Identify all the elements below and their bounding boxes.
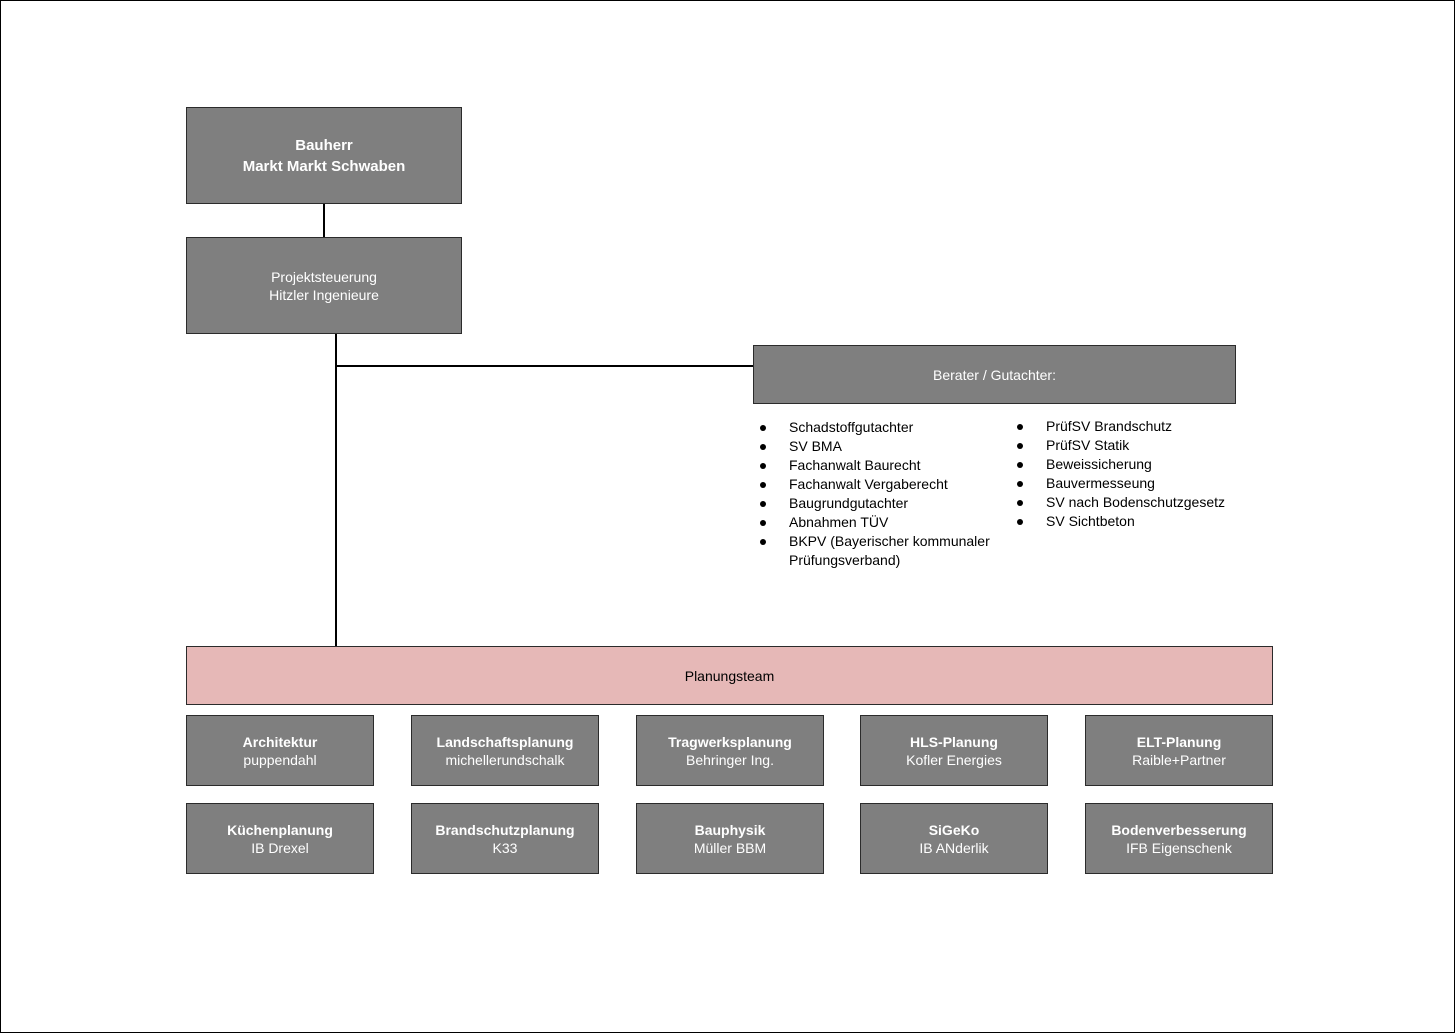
team-box-hls-planung[interactable]: HLS-Planung Kofler Energies [860,715,1048,786]
connector-bauherr-projektsteuerung [323,203,325,237]
team-name: K33 [492,839,518,856]
bauherr-box[interactable]: Bauherr Markt Markt Schwaben [186,107,462,204]
list-item: PrüfSV Brandschutz [1011,417,1241,436]
bauherr-name: Markt Markt Schwaben [242,157,406,175]
list-item: SV BMA [754,437,1004,456]
team-name: IB Drexel [251,839,309,856]
projektsteuerung-box[interactable]: Projektsteuerung Hitzler Ingenieure [186,237,462,334]
team-name: Raible+Partner [1132,751,1226,768]
connector-berater [335,365,754,367]
list-item: Baugrundgutachter [754,494,1004,513]
connector-main-vertical [335,333,337,646]
team-title: Küchenplanung [227,821,333,838]
team-title: Bauphysik [694,821,766,838]
list-item: Bauvermesseung [1011,474,1241,493]
projektsteuerung-name: Hitzler Ingenieure [269,286,379,303]
team-title: HLS-Planung [910,733,998,750]
list-item: Beweissicherung [1011,455,1241,474]
planungsteam-bar[interactable]: Planungsteam [186,646,1273,705]
projektsteuerung-title: Projektsteuerung [271,268,377,285]
bauherr-title: Bauherr [295,136,353,154]
berater-list-right: PrüfSV Brandschutz PrüfSV Statik Beweiss… [1011,417,1241,531]
team-name: Behringer Ing. [686,751,774,768]
team-box-bodenverbesserung[interactable]: Bodenverbesserung IFB Eigenschenk [1085,803,1273,874]
team-title: Brandschutzplanung [435,821,575,838]
team-name: IFB Eigenschenk [1126,839,1232,856]
team-name: Müller BBM [693,839,767,856]
team-box-sigeko[interactable]: SiGeKo IB ANderlik [860,803,1048,874]
team-box-elt-planung[interactable]: ELT-Planung Raible+Partner [1085,715,1273,786]
berater-title: Berater / Gutachter: [933,366,1056,383]
list-item: SV nach Bodenschutzgesetz [1011,493,1241,512]
planungsteam-title: Planungsteam [684,667,775,684]
list-item: SV Sichtbeton [1011,512,1241,531]
list-item: Fachanwalt Vergaberecht [754,475,1004,494]
team-name: puppendahl [243,751,317,768]
team-title: Bodenverbesserung [1111,821,1247,838]
team-title: Architektur [242,733,318,750]
list-item: BKPV (Bayerischer kommunaler Prüfungsver… [754,532,1004,570]
team-box-architektur[interactable]: Architektur puppendahl [186,715,374,786]
team-box-brandschutzplanung[interactable]: Brandschutzplanung K33 [411,803,599,874]
team-name: Kofler Energies [906,751,1002,768]
list-item: Schadstoffgutachter [754,418,1004,437]
team-box-tragwerksplanung[interactable]: Tragwerksplanung Behringer Ing. [636,715,824,786]
team-name: michellerundschalk [445,751,565,768]
team-title: Tragwerksplanung [668,733,792,750]
team-title: SiGeKo [928,821,980,838]
team-title: ELT-Planung [1136,733,1222,750]
list-item: Fachanwalt Baurecht [754,456,1004,475]
team-name: IB ANderlik [919,839,989,856]
team-box-landschaftsplanung[interactable]: Landschaftsplanung michellerundschalk [411,715,599,786]
berater-list-left: Schadstoffgutachter SV BMA Fachanwalt Ba… [754,418,1004,570]
team-box-bauphysik[interactable]: Bauphysik Müller BBM [636,803,824,874]
berater-box[interactable]: Berater / Gutachter: [753,345,1236,404]
team-box-kuechenplanung[interactable]: Küchenplanung IB Drexel [186,803,374,874]
list-item: Abnahmen TÜV [754,513,1004,532]
team-title: Landschaftsplanung [436,733,574,750]
list-item: PrüfSV Statik [1011,436,1241,455]
